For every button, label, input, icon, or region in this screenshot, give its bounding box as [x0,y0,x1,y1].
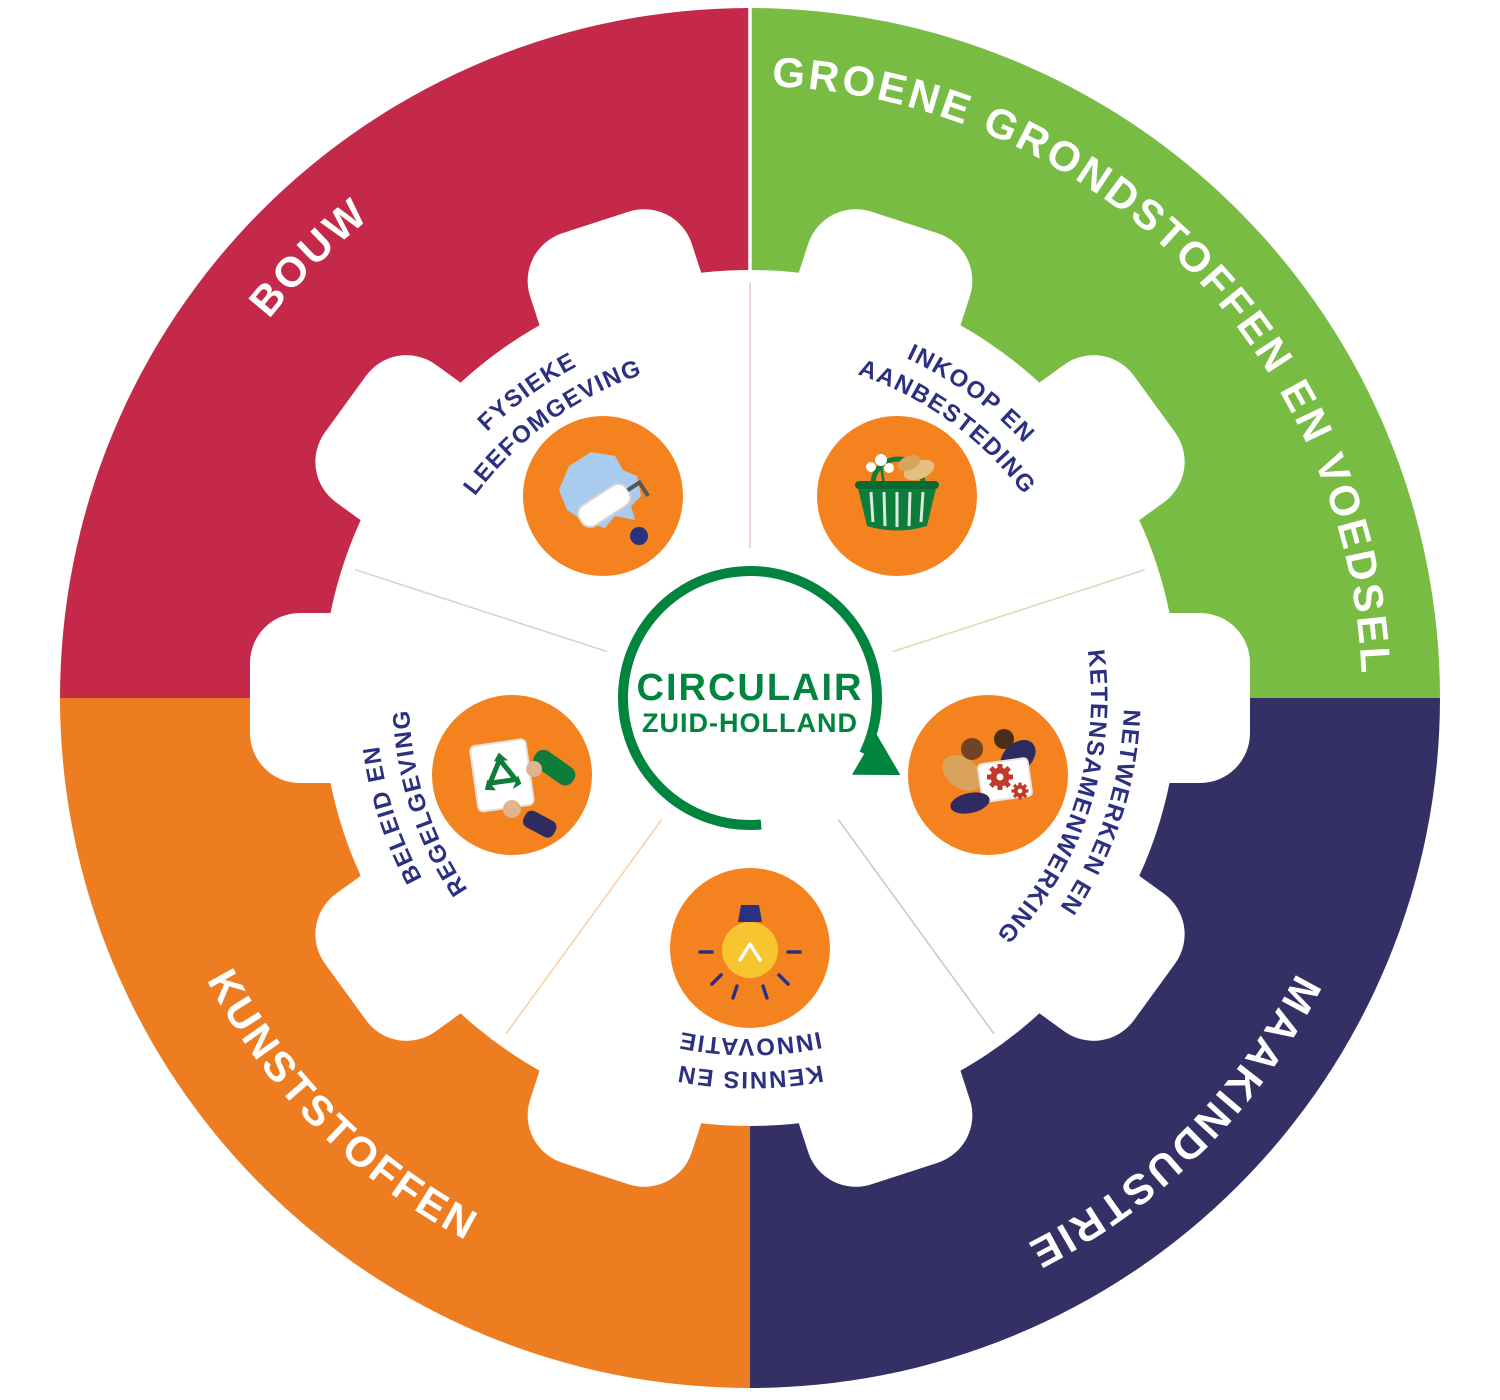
center-emblem: CIRCULAIR ZUID-HOLLAND [617,566,901,830]
recycle-document-icon [469,738,576,838]
gear-tooth [527,1036,704,1187]
gear-tooth [250,613,380,783]
gear-teeth [250,209,1250,1187]
gear-tooth [1120,613,1250,783]
gear-tooth [1019,355,1185,530]
gear-item-kennis-en-innovatie: KENNIS EN INNOVATIE [670,868,830,1093]
sector-dividers [355,283,1145,1035]
gear-tooth [315,866,481,1041]
circular-arrow-ring [617,566,882,830]
sector-divider-line [505,818,663,1035]
gear-tooth [1019,866,1185,1041]
sector-divider-line [837,818,995,1035]
circular-arrow-head-icon [852,733,901,775]
center-subtitle: ZUID-HOLLAND [642,708,858,738]
people-gears-icon [942,729,1036,814]
lightbulb-icon [698,905,802,1000]
gear-tooth [796,1036,973,1187]
sector-divider-line [892,568,1145,653]
gear-tooth [527,209,704,360]
sector-divider-line [355,568,608,653]
center-title: CIRCULAIR [637,667,864,709]
gear-tooth [315,355,481,530]
shopping-basket-icon [855,454,939,531]
gear-tooth [796,209,973,360]
map-paint-roller-icon [559,452,650,545]
